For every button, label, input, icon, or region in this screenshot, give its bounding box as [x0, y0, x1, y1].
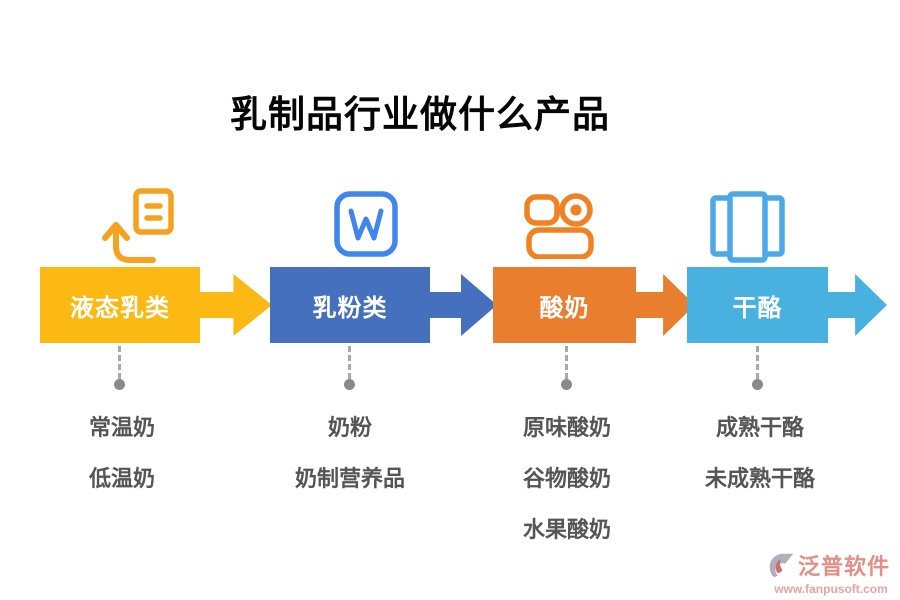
- list-item: 谷物酸奶: [522, 465, 611, 491]
- dashed-connector: [118, 346, 121, 379]
- brand-url-link[interactable]: www.fanpusoft.com: [774, 582, 888, 596]
- flow-arrow-icon: [197, 274, 272, 336]
- list-item: 水果酸奶: [522, 516, 611, 542]
- fanpu-logo-icon: [767, 551, 796, 580]
- list-item: 常温奶: [88, 414, 155, 440]
- stage-box-cheese: 干酪: [687, 267, 828, 343]
- connector-dot: [561, 379, 572, 390]
- item-list-cheese: 成熟干酪 未成熟干酪: [660, 400, 860, 502]
- stage-box-yogurt: 酸奶: [493, 267, 636, 343]
- flow-arrow-icon: [633, 274, 695, 336]
- stage-label: 液态乳类: [70, 294, 170, 322]
- stage-label: 乳粉类: [312, 294, 388, 322]
- columns-panels-icon: [709, 191, 786, 263]
- brand-name: 泛普软件: [798, 554, 891, 579]
- connector-dot: [114, 379, 125, 390]
- dashed-connector: [756, 346, 759, 379]
- dashed-connector: [565, 346, 568, 379]
- list-item: 成熟干酪: [715, 414, 804, 440]
- stage-label: 酸奶: [539, 294, 590, 322]
- item-list-milk-powder: 奶粉 奶制营养品: [250, 400, 450, 502]
- flow-arrow-icon: [825, 274, 887, 336]
- share-document-icon: [100, 187, 174, 265]
- connector-dot: [752, 379, 763, 390]
- dashed-connector: [348, 346, 351, 379]
- list-item: 奶粉: [327, 414, 372, 440]
- word-app-icon: [334, 191, 398, 257]
- list-item: 原味酸奶: [522, 414, 611, 440]
- stage-box-liquid-milk: 液态乳类: [40, 267, 200, 343]
- device-components-icon: [524, 193, 594, 259]
- list-item: 低温奶: [88, 465, 155, 491]
- item-list-liquid-milk: 常温奶 低温奶: [22, 400, 222, 502]
- item-list-yogurt: 原味酸奶 谷物酸奶 水果酸奶: [467, 400, 667, 553]
- flow-arrow-icon: [427, 274, 497, 336]
- stage-box-milk-powder: 乳粉类: [270, 267, 430, 343]
- list-item: 未成熟干酪: [704, 465, 815, 491]
- brand-watermark: 泛普软件 www.fanpusoft.com: [767, 549, 895, 596]
- stage-label: 干酪: [732, 294, 783, 322]
- connector-dot: [344, 379, 355, 390]
- page-title: 乳制品行业做什么产品: [230, 94, 610, 135]
- list-item: 奶制营养品: [294, 465, 405, 491]
